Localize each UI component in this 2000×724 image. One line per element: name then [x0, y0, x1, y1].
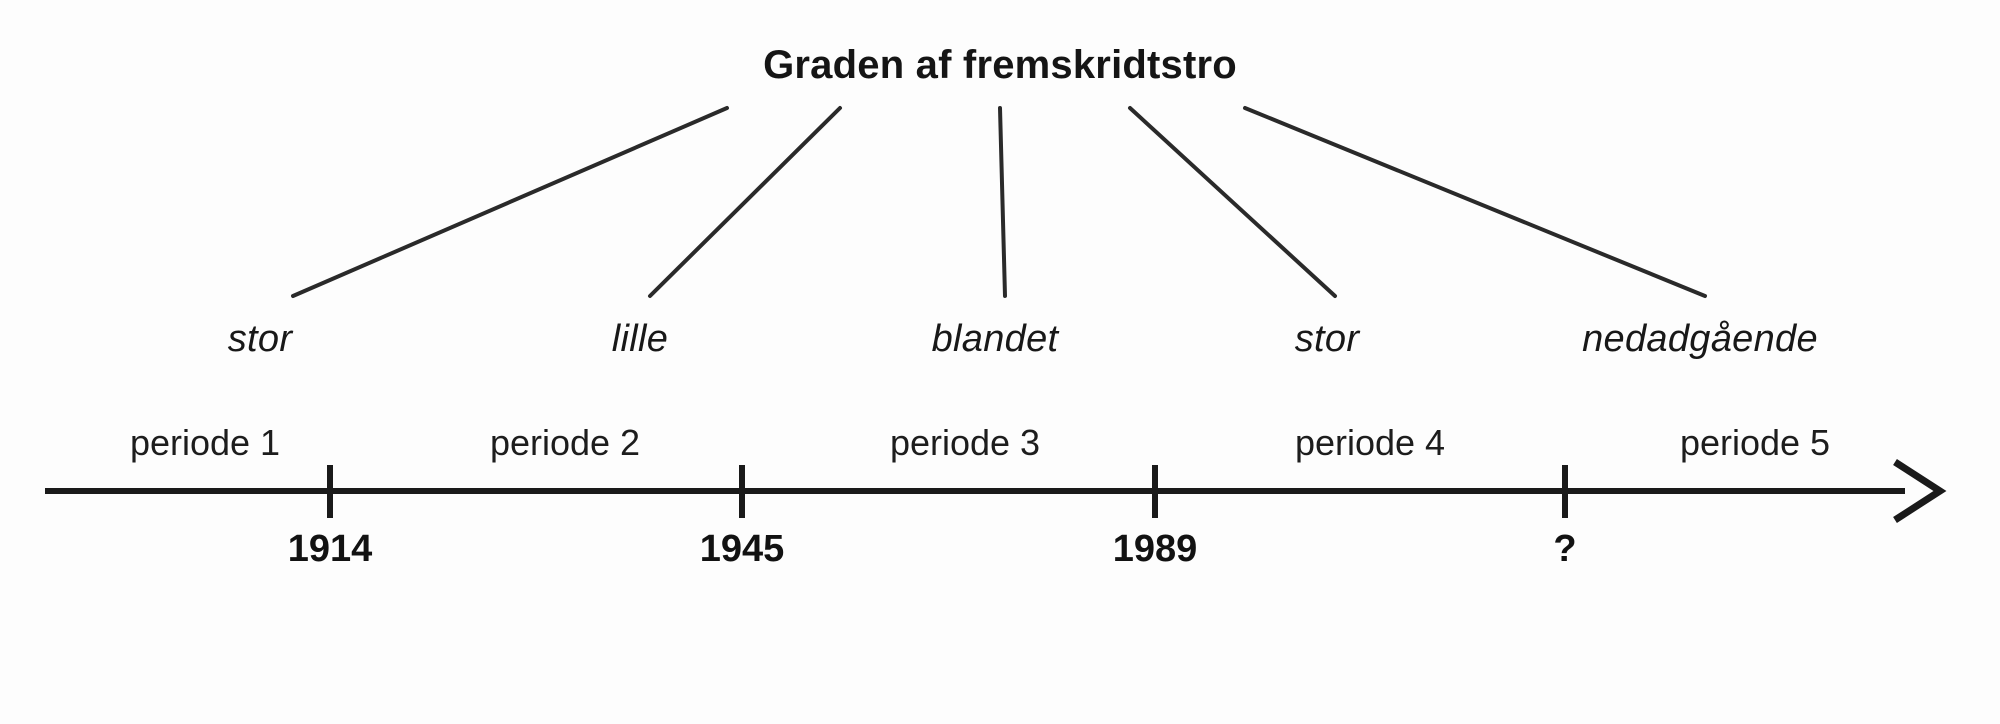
period-label-3: periode 3 [889, 422, 1041, 463]
period-label-2: periode 2 [489, 422, 641, 463]
degree-label-3: blandet [931, 318, 1059, 360]
connector-line-5 [1243, 106, 1707, 298]
year-label-1: 1914 [287, 528, 373, 570]
tick-marks [327, 465, 1568, 518]
diagram-title: Graden af fremskridtstro [763, 43, 1237, 87]
period-label-4: periode 4 [1294, 422, 1446, 463]
connector-lines [291, 106, 1707, 298]
degree-label-1: stor [227, 318, 293, 360]
degree-label-2: lille [611, 318, 669, 360]
connector-line-1 [291, 106, 729, 298]
timeline-axis [45, 459, 1947, 523]
axis-arrowhead-icon [1893, 459, 1947, 523]
connector-line-2 [648, 106, 842, 298]
connector-line-3 [998, 106, 1007, 298]
degree-label-5: nedadgående [1582, 318, 1818, 360]
period-label-5: periode 5 [1679, 422, 1831, 463]
connector-line-4 [1128, 106, 1337, 298]
year-label-2: 1945 [699, 528, 785, 570]
year-label-4: ? [1553, 528, 1577, 570]
year-label-3: 1989 [1112, 528, 1198, 570]
degree-label-4: stor [1294, 318, 1360, 360]
period-label-1: periode 1 [129, 422, 281, 463]
